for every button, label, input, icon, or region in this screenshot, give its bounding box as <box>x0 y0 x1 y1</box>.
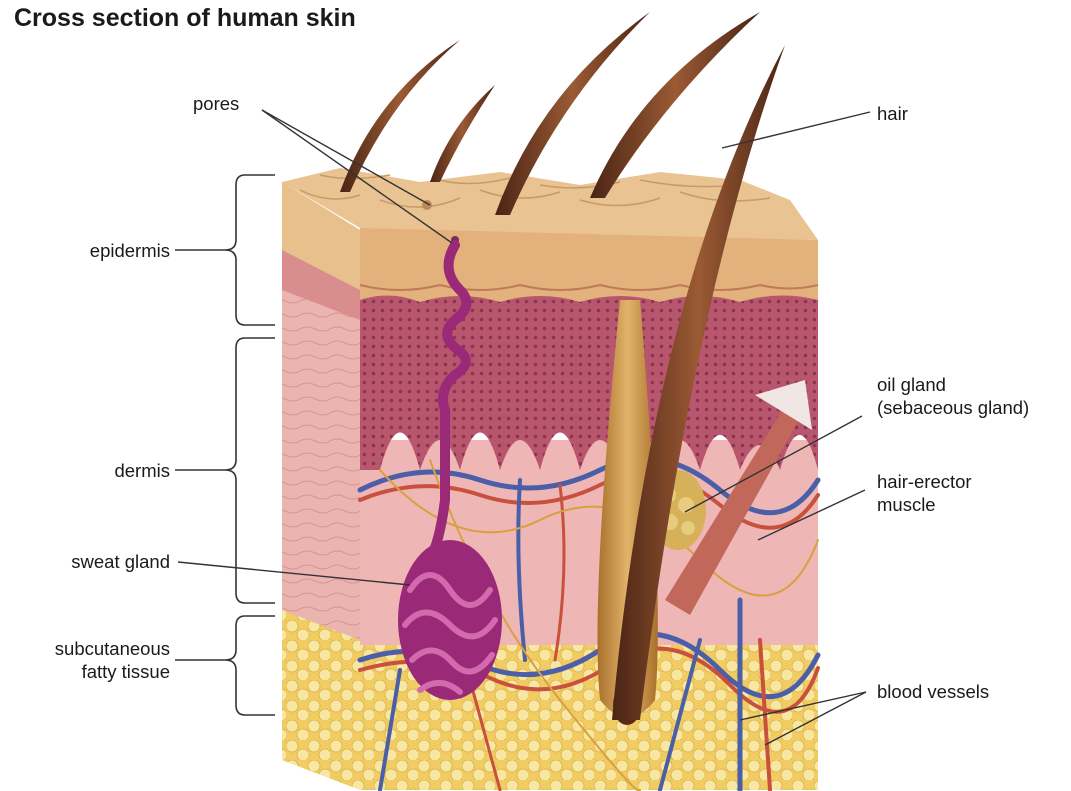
label-pores: pores <box>193 92 239 115</box>
label-oil-gland-line1: oil gland <box>877 373 1029 396</box>
label-subcutaneous-line2: fatty tissue <box>10 660 170 683</box>
dermis-bracket <box>225 338 275 603</box>
label-dermis: dermis <box>60 459 170 482</box>
layer-brackets <box>225 175 275 715</box>
label-subcutaneous: subcutaneous fatty tissue <box>10 637 170 683</box>
papillary-dermis <box>360 285 818 470</box>
label-sweat-gland: sweat gland <box>20 550 170 573</box>
subcutaneous-bracket <box>225 616 275 715</box>
label-oil-gland-line2: (sebaceous gland) <box>877 396 1029 419</box>
label-hair-erector-line1: hair-erector <box>877 470 972 493</box>
label-epidermis: epidermis <box>60 239 170 262</box>
label-oil-gland: oil gland (sebaceous gland) <box>877 373 1029 419</box>
block-side-face <box>282 182 360 790</box>
label-hair-erector: hair-erector muscle <box>877 470 972 516</box>
label-subcutaneous-line1: subcutaneous <box>10 637 170 660</box>
label-hair: hair <box>877 102 908 125</box>
label-blood-vessels: blood vessels <box>877 680 989 703</box>
label-hair-erector-line2: muscle <box>877 493 972 516</box>
epidermis-bracket <box>225 175 275 325</box>
